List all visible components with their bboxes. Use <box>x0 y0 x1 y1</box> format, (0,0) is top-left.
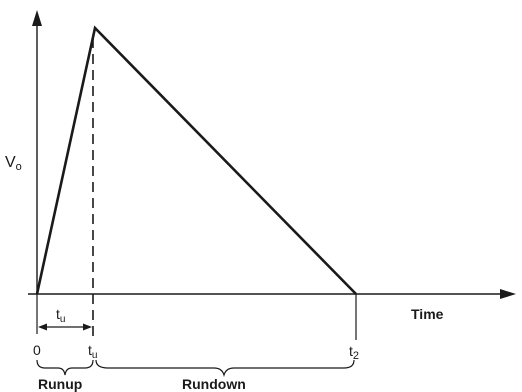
interval-label: tu <box>56 306 65 325</box>
x-axis-arrowhead <box>500 289 516 299</box>
integrator-output-waveform <box>35 25 357 295</box>
tu-marker-label: tu <box>88 342 97 361</box>
runup-label: Runup <box>38 376 82 392</box>
t2-marker-label: t2 <box>349 343 359 362</box>
origin-label: 0 <box>33 342 41 358</box>
runup-brace <box>36 359 94 376</box>
tu-dimension-arrow-right <box>83 323 92 331</box>
rundown-label: Rundown <box>182 376 246 392</box>
tu-dimension-arrow-left <box>38 323 47 331</box>
y-axis-label: Vo <box>5 154 22 173</box>
y-axis-arrowhead <box>32 10 42 26</box>
x-axis-label: Time <box>411 306 444 322</box>
rundown-brace <box>95 359 355 378</box>
